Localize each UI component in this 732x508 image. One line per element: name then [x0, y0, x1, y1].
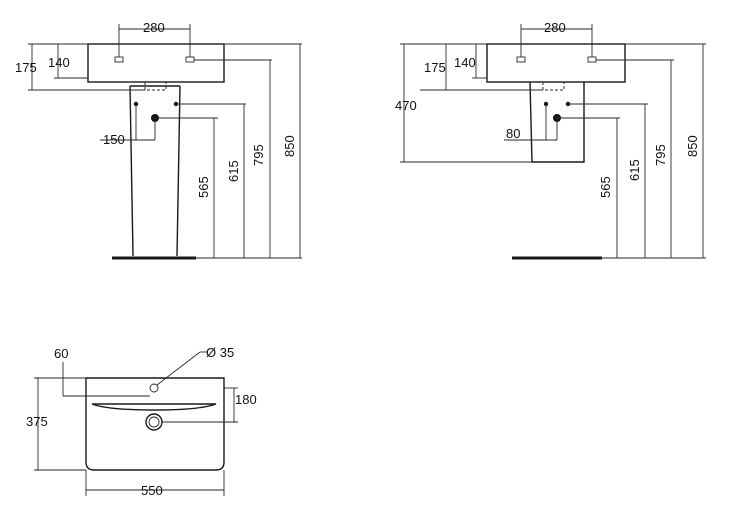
front-dim-175: 175: [15, 60, 37, 75]
side-dim-615: 615: [627, 159, 642, 181]
front-tap-hole-left: [114, 56, 124, 63]
top-tap-hole: [149, 383, 159, 393]
side-dim-140: 140: [454, 55, 476, 70]
side-tap-hole-left: [516, 56, 526, 63]
top-basin-outline: [85, 377, 225, 471]
side-dim-280: 280: [544, 20, 566, 35]
side-dim-795: 795: [653, 144, 668, 166]
side-waste-dashed: [542, 82, 565, 91]
front-pedestal: [129, 85, 181, 257]
front-dim-280: 280: [143, 20, 165, 35]
side-tap-hole-right: [587, 56, 597, 63]
side-dim-470: 470: [395, 98, 417, 113]
side-dim-565: 565: [598, 176, 613, 198]
front-view: 280 175 140 150 565 615 795 850: [15, 20, 302, 260]
top-dim-375: 375: [26, 414, 48, 429]
front-dim-140: 140: [48, 55, 70, 70]
side-dim-175: 175: [424, 60, 446, 75]
front-dim-850: 850: [282, 135, 297, 157]
top-dim-diameter: Ø 35: [206, 345, 234, 360]
top-dim-550: 550: [141, 483, 163, 498]
side-view: 280 470 175 140 80 565 615 795 850: [395, 20, 706, 260]
front-dim-565: 565: [196, 176, 211, 198]
top-drain-outer: [145, 413, 163, 431]
side-dim-850: 850: [685, 135, 700, 157]
front-dim-615: 615: [226, 160, 241, 182]
side-semi-pedestal: [529, 81, 585, 163]
side-basin: [486, 43, 626, 83]
front-basin: [87, 43, 225, 83]
top-dim-60: 60: [54, 346, 68, 361]
top-view: 60 Ø 35 180 375 550: [26, 345, 257, 498]
front-dim-150: 150: [103, 132, 125, 147]
front-tap-hole-right: [185, 56, 195, 63]
top-drain-inner: [148, 416, 160, 428]
side-dim-80: 80: [506, 126, 520, 141]
top-dim-180: 180: [235, 392, 257, 407]
front-dim-795: 795: [251, 144, 266, 166]
top-basin-rim: [91, 403, 217, 411]
